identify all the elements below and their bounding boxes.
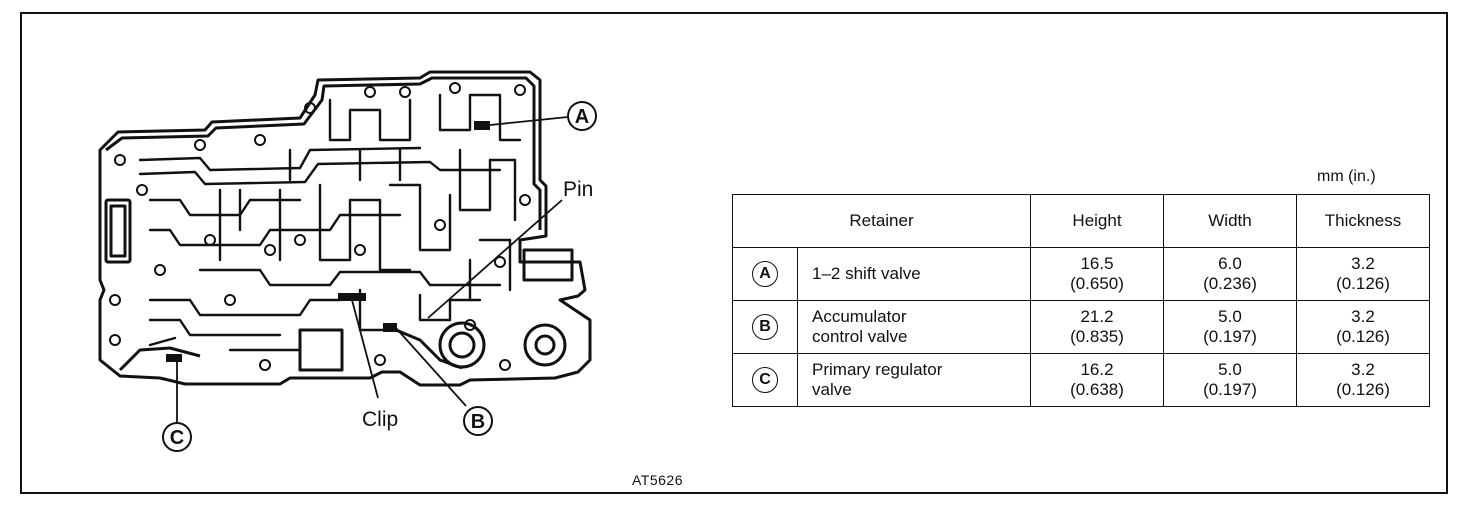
width-value: 5.0(0.197) (1163, 353, 1297, 407)
figure-frame (20, 12, 1448, 494)
row-badge-cell: C (732, 353, 798, 407)
header-thickness: Thickness (1296, 194, 1430, 248)
callout-b: B (463, 406, 493, 436)
callout-c: C (162, 422, 192, 452)
clip-label: Clip (362, 408, 398, 431)
thickness-value: 3.2(0.126) (1296, 300, 1430, 354)
width-value: 5.0(0.197) (1163, 300, 1297, 354)
valve-body-passages (138, 93, 522, 352)
clip-marker (338, 293, 366, 301)
row-badge: C (752, 367, 778, 393)
header-retainer: Retainer (732, 194, 1031, 248)
callout-a: A (567, 101, 597, 131)
retainer-c-marker (166, 354, 182, 362)
row-badge: A (752, 261, 778, 287)
thickness-value: 3.2(0.126) (1296, 247, 1430, 301)
figure-code: AT5626 (632, 472, 683, 488)
header-width: Width (1163, 194, 1297, 248)
unit-note: mm (in.) (1317, 168, 1376, 185)
thickness-value: 3.2(0.126) (1296, 353, 1430, 407)
valve-body-holes (109, 82, 531, 371)
retainer-b-marker (383, 323, 397, 332)
retainer-name: 1–2 shift valve (797, 247, 1031, 301)
table-row: A 1–2 shift valve 16.5(0.650) 6.0(0.236)… (732, 247, 1430, 301)
valve-body-plate (98, 70, 592, 387)
leader-lines (176, 116, 569, 424)
table-header-row: Retainer Height Width Thickness (732, 194, 1430, 248)
callout-c-label: C (170, 427, 184, 449)
width-value: 6.0(0.236) (1163, 247, 1297, 301)
retainer-a-marker (474, 121, 490, 130)
callout-b-label: B (471, 411, 485, 433)
height-value: 21.2(0.835) (1030, 300, 1164, 354)
callout-a-label: A (575, 106, 589, 128)
row-badge: B (752, 314, 778, 340)
row-badge-cell: A (732, 247, 798, 301)
header-height: Height (1030, 194, 1164, 248)
retainer-spec-table: Retainer Height Width Thickness A 1–2 sh… (732, 194, 1430, 407)
height-value: 16.5(0.650) (1030, 247, 1164, 301)
row-badge-cell: B (732, 300, 798, 354)
height-value: 16.2(0.638) (1030, 353, 1164, 407)
pin-label: Pin (563, 178, 593, 201)
